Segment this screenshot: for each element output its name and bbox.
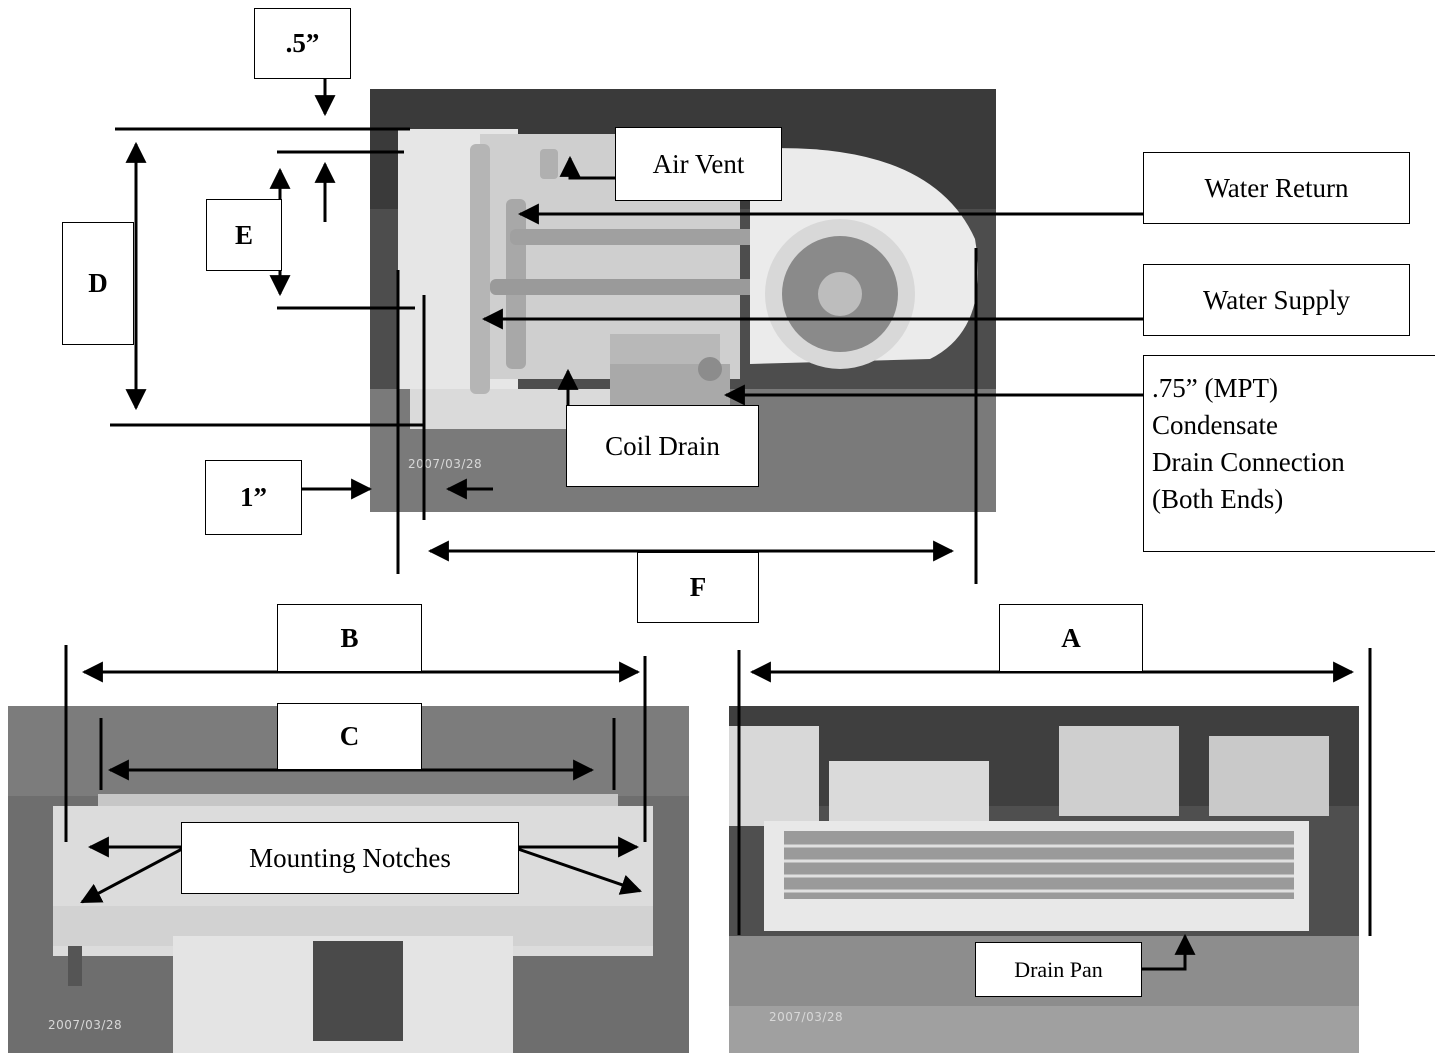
condensate-line-2: Condensate	[1152, 410, 1278, 440]
dimension-c-label: C	[277, 703, 422, 770]
air-vent-label: Air Vent	[615, 127, 782, 201]
one-inch-label: 1”	[205, 460, 302, 535]
dimension-f-label: F	[637, 552, 759, 623]
drain-pan-label: Drain Pan	[975, 942, 1142, 997]
dimension-b-label: B	[277, 604, 422, 672]
water-return-label: Water Return	[1143, 152, 1410, 224]
photo-date-stamp: 2007/03/28	[48, 1018, 123, 1032]
condensate-drain-label: .75” (MPT) Condensate Drain Connection (…	[1143, 355, 1435, 552]
condensate-line-1: .75” (MPT)	[1152, 373, 1278, 403]
dimension-d-label: D	[62, 222, 134, 345]
photo-date-stamp: 2007/03/28	[769, 1010, 844, 1024]
coil-drain-label: Coil Drain	[566, 405, 759, 487]
condensate-line-3: Drain Connection	[1152, 447, 1345, 477]
condensate-line-4: (Both Ends)	[1152, 484, 1284, 514]
water-supply-label: Water Supply	[1143, 264, 1410, 336]
dimension-a-label: A	[999, 604, 1143, 672]
photo-date-stamp: 2007/03/28	[408, 457, 483, 471]
mounting-notches-label: Mounting Notches	[181, 822, 519, 894]
dimension-e-label: E	[206, 199, 282, 271]
half-inch-label: .5”	[254, 8, 351, 79]
